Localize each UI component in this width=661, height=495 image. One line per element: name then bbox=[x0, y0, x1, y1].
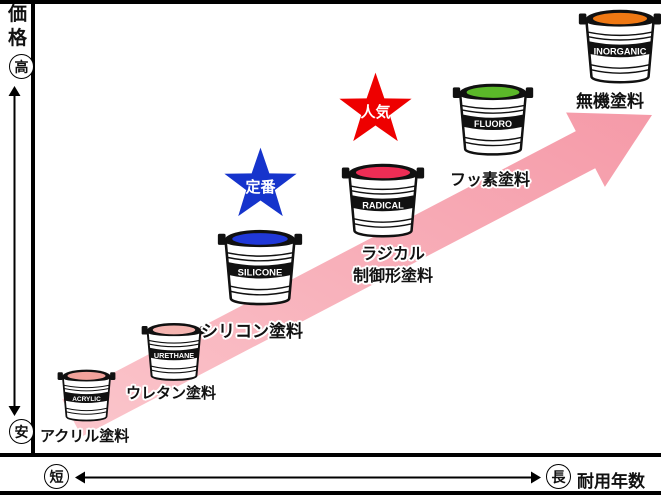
can-label-band bbox=[64, 391, 109, 403]
paint-can-urethane: URETHANE bbox=[141, 320, 207, 386]
duration-range-arrow bbox=[75, 471, 541, 484]
can-label-text: INORGANIC bbox=[594, 46, 647, 56]
can-label-text: FLUORO bbox=[474, 119, 512, 129]
can-ear-left bbox=[578, 13, 587, 25]
can-label-text: RADICAL bbox=[362, 200, 404, 210]
caption-urethane: ウレタン塗料 bbox=[126, 385, 217, 402]
star-shape bbox=[339, 72, 412, 142]
caption-radical-line2: 制御形塗料 bbox=[352, 267, 433, 285]
can-paint-top bbox=[465, 85, 521, 100]
can-ear-right bbox=[416, 167, 425, 179]
x-axis-line bbox=[0, 453, 661, 457]
star-standard-badge: 定番 bbox=[221, 146, 300, 225]
price-range-arrow bbox=[8, 86, 21, 416]
paint-can-inorganic: INORGANIC bbox=[578, 5, 661, 91]
can-ear-left bbox=[217, 233, 226, 245]
can-paint-top bbox=[230, 231, 290, 246]
can-label-text: URETHANE bbox=[154, 351, 194, 360]
can-label-text: SILICONE bbox=[238, 267, 283, 278]
star-popular-badge: 人気 bbox=[336, 71, 415, 150]
duration-long-badge: 長 bbox=[546, 464, 571, 489]
can-ear-left bbox=[141, 325, 148, 335]
paint-can-graphic: URETHANE bbox=[141, 322, 207, 381]
paint-can-graphic: ACRYLIC bbox=[57, 369, 116, 422]
can-ear-right bbox=[200, 325, 207, 335]
paint-can-acrylic: ACRYLIC bbox=[57, 367, 116, 426]
paint-can-fluoro: FLUORO bbox=[451, 80, 535, 162]
price-high-badge: 高 bbox=[9, 54, 34, 79]
star-shape bbox=[224, 147, 297, 217]
paint-can-graphic: RADICAL bbox=[341, 163, 425, 238]
can-paint-top bbox=[591, 11, 649, 26]
price-low-badge: 安 bbox=[9, 419, 34, 444]
duration-short-badge: 短 bbox=[44, 464, 69, 489]
x-axis-title: 耐用年数 bbox=[577, 472, 645, 491]
star-text: 人気 bbox=[360, 103, 390, 121]
paint-can-silicone: SILICONE bbox=[217, 226, 303, 312]
can-paint-top bbox=[66, 370, 107, 381]
star-graphic: 人気 bbox=[339, 72, 412, 142]
star-text: 定番 bbox=[245, 178, 276, 196]
caption-fluoro: フッ素塗料 bbox=[450, 172, 531, 189]
trend-arrow-shape bbox=[62, 112, 653, 437]
can-ear-right bbox=[294, 233, 303, 245]
can-label-band bbox=[462, 114, 524, 131]
can-ear-right bbox=[110, 372, 116, 380]
can-ear-right bbox=[525, 87, 534, 99]
paint-can-graphic: INORGANIC bbox=[578, 9, 661, 84]
can-paint-top bbox=[354, 165, 412, 180]
can-label-band bbox=[588, 41, 652, 58]
caption-radical: ラジカル 制御形塗料 bbox=[340, 244, 446, 287]
caption-acrylic: アクリル塗料 bbox=[40, 428, 130, 445]
can-label-text: ACRYLIC bbox=[72, 396, 101, 403]
can-label-band bbox=[149, 347, 199, 361]
can-label-band bbox=[351, 195, 415, 212]
can-ear-left bbox=[341, 167, 350, 179]
y-axis-title: 価格 bbox=[7, 4, 27, 49]
y-axis-line bbox=[31, 0, 35, 457]
can-label-band bbox=[228, 262, 292, 279]
paint-can-graphic: SILICONE bbox=[217, 229, 303, 306]
paint-can-radical: RADICAL bbox=[341, 160, 425, 244]
can-ear-left bbox=[452, 87, 461, 99]
can-ear-left bbox=[57, 372, 63, 380]
caption-silicone: シリコン塗料 bbox=[201, 322, 303, 341]
top-border bbox=[0, 0, 661, 4]
star-graphic: 定番 bbox=[224, 147, 297, 217]
caption-radical-line1: ラジカル bbox=[361, 246, 425, 263]
bottom-border bbox=[0, 491, 661, 495]
caption-inorganic: 無機塗料 bbox=[576, 92, 644, 111]
can-paint-top bbox=[151, 324, 197, 336]
can-ear-right bbox=[653, 13, 661, 25]
paint-can-graphic: FLUORO bbox=[452, 83, 534, 156]
